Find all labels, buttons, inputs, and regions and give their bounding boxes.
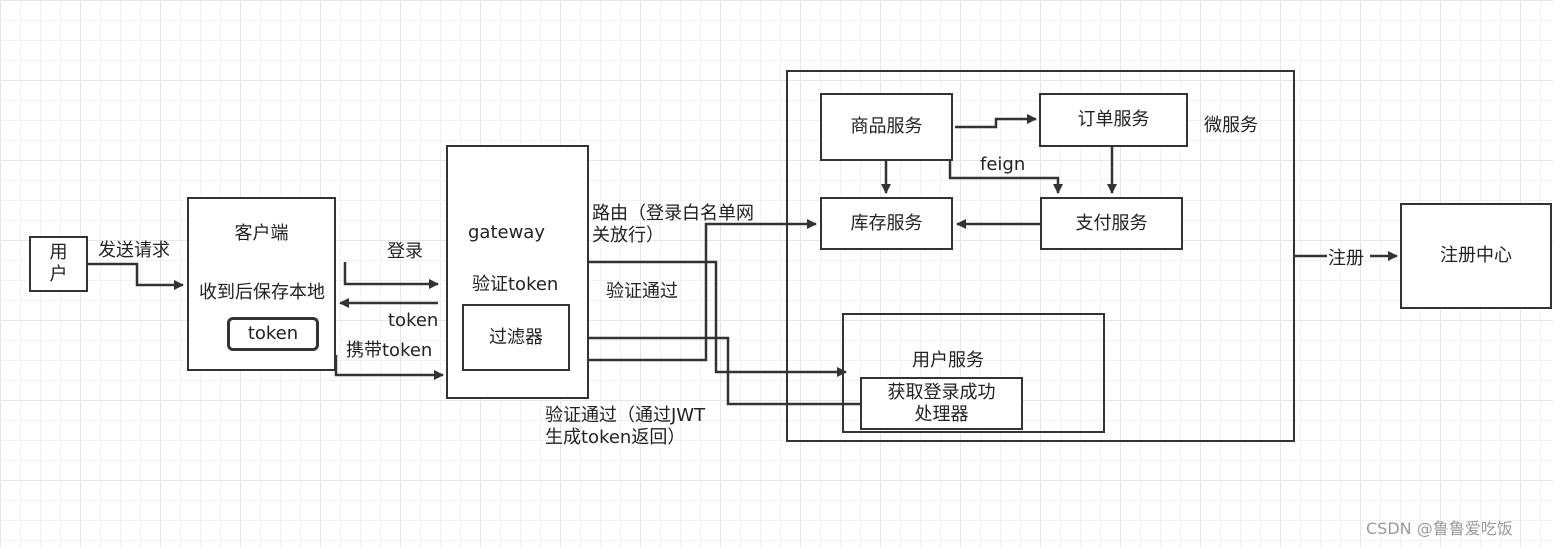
login-success-handler-node: 获取登录成功 处理器: [860, 377, 1023, 430]
edge-product-order: [955, 114, 1037, 129]
verify-pass-label: 验证通过: [606, 281, 678, 302]
user-label: 用 户: [49, 242, 68, 285]
watermark-text: CSDN @鲁鲁爱吃饭: [1366, 519, 1513, 538]
product-service-node: 商品服务: [820, 93, 953, 161]
edge-carry-token: [334, 355, 444, 380]
inventory-service-label: 库存服务: [850, 212, 923, 234]
product-service-label: 商品服务: [850, 116, 923, 137]
route-label: 路由（登录白名单网 关放行）: [592, 203, 754, 246]
edge-send-request: [88, 262, 184, 290]
verify-pass-jwt-label: 验证通过（通过JWT 生成token返回）: [545, 405, 706, 448]
payment-service-label: 支付服务: [1075, 212, 1148, 234]
login-success-handler-label: 获取登录成功 处理器: [887, 381, 996, 425]
microservices-label: 微服务: [1204, 115, 1258, 136]
send-request-label: 发送请求: [98, 240, 170, 261]
filter-label: 过滤器: [489, 326, 543, 348]
feign-label: feign: [980, 154, 1026, 175]
carry-token-label: 携带token: [346, 340, 433, 361]
registry-node: 注册中心: [1400, 203, 1552, 309]
gateway-note: 验证token: [472, 274, 559, 295]
user-service-label: 用户服务: [912, 350, 984, 371]
login-label: 登录: [387, 241, 423, 262]
gateway-title: gateway: [468, 222, 545, 243]
client-token-label: token: [247, 323, 299, 344]
token-return-label: token: [388, 310, 439, 331]
client-title: 客户端: [234, 223, 289, 244]
registry-label: 注册中心: [1440, 245, 1512, 266]
inventory-service-node: 库存服务: [820, 197, 953, 250]
microservices-container: [786, 70, 1295, 442]
filter-node: 过滤器: [462, 304, 570, 371]
user-service-node: [842, 313, 1105, 433]
edge-verify-pass: [588, 260, 847, 377]
client-note: 收到后保存本地: [199, 282, 325, 303]
edge-jwt-return: [573, 333, 860, 406]
edge-route: [570, 219, 817, 362]
client-token-box: token: [227, 317, 319, 351]
user-node: 用 户: [29, 236, 88, 292]
edge-feign: [948, 161, 1063, 194]
register-label: 注册: [1328, 248, 1364, 269]
edge-login: [343, 262, 439, 289]
order-service-label: 订单服务: [1077, 109, 1150, 130]
payment-service-node: 支付服务: [1040, 197, 1183, 250]
order-service-node: 订单服务: [1039, 93, 1188, 147]
